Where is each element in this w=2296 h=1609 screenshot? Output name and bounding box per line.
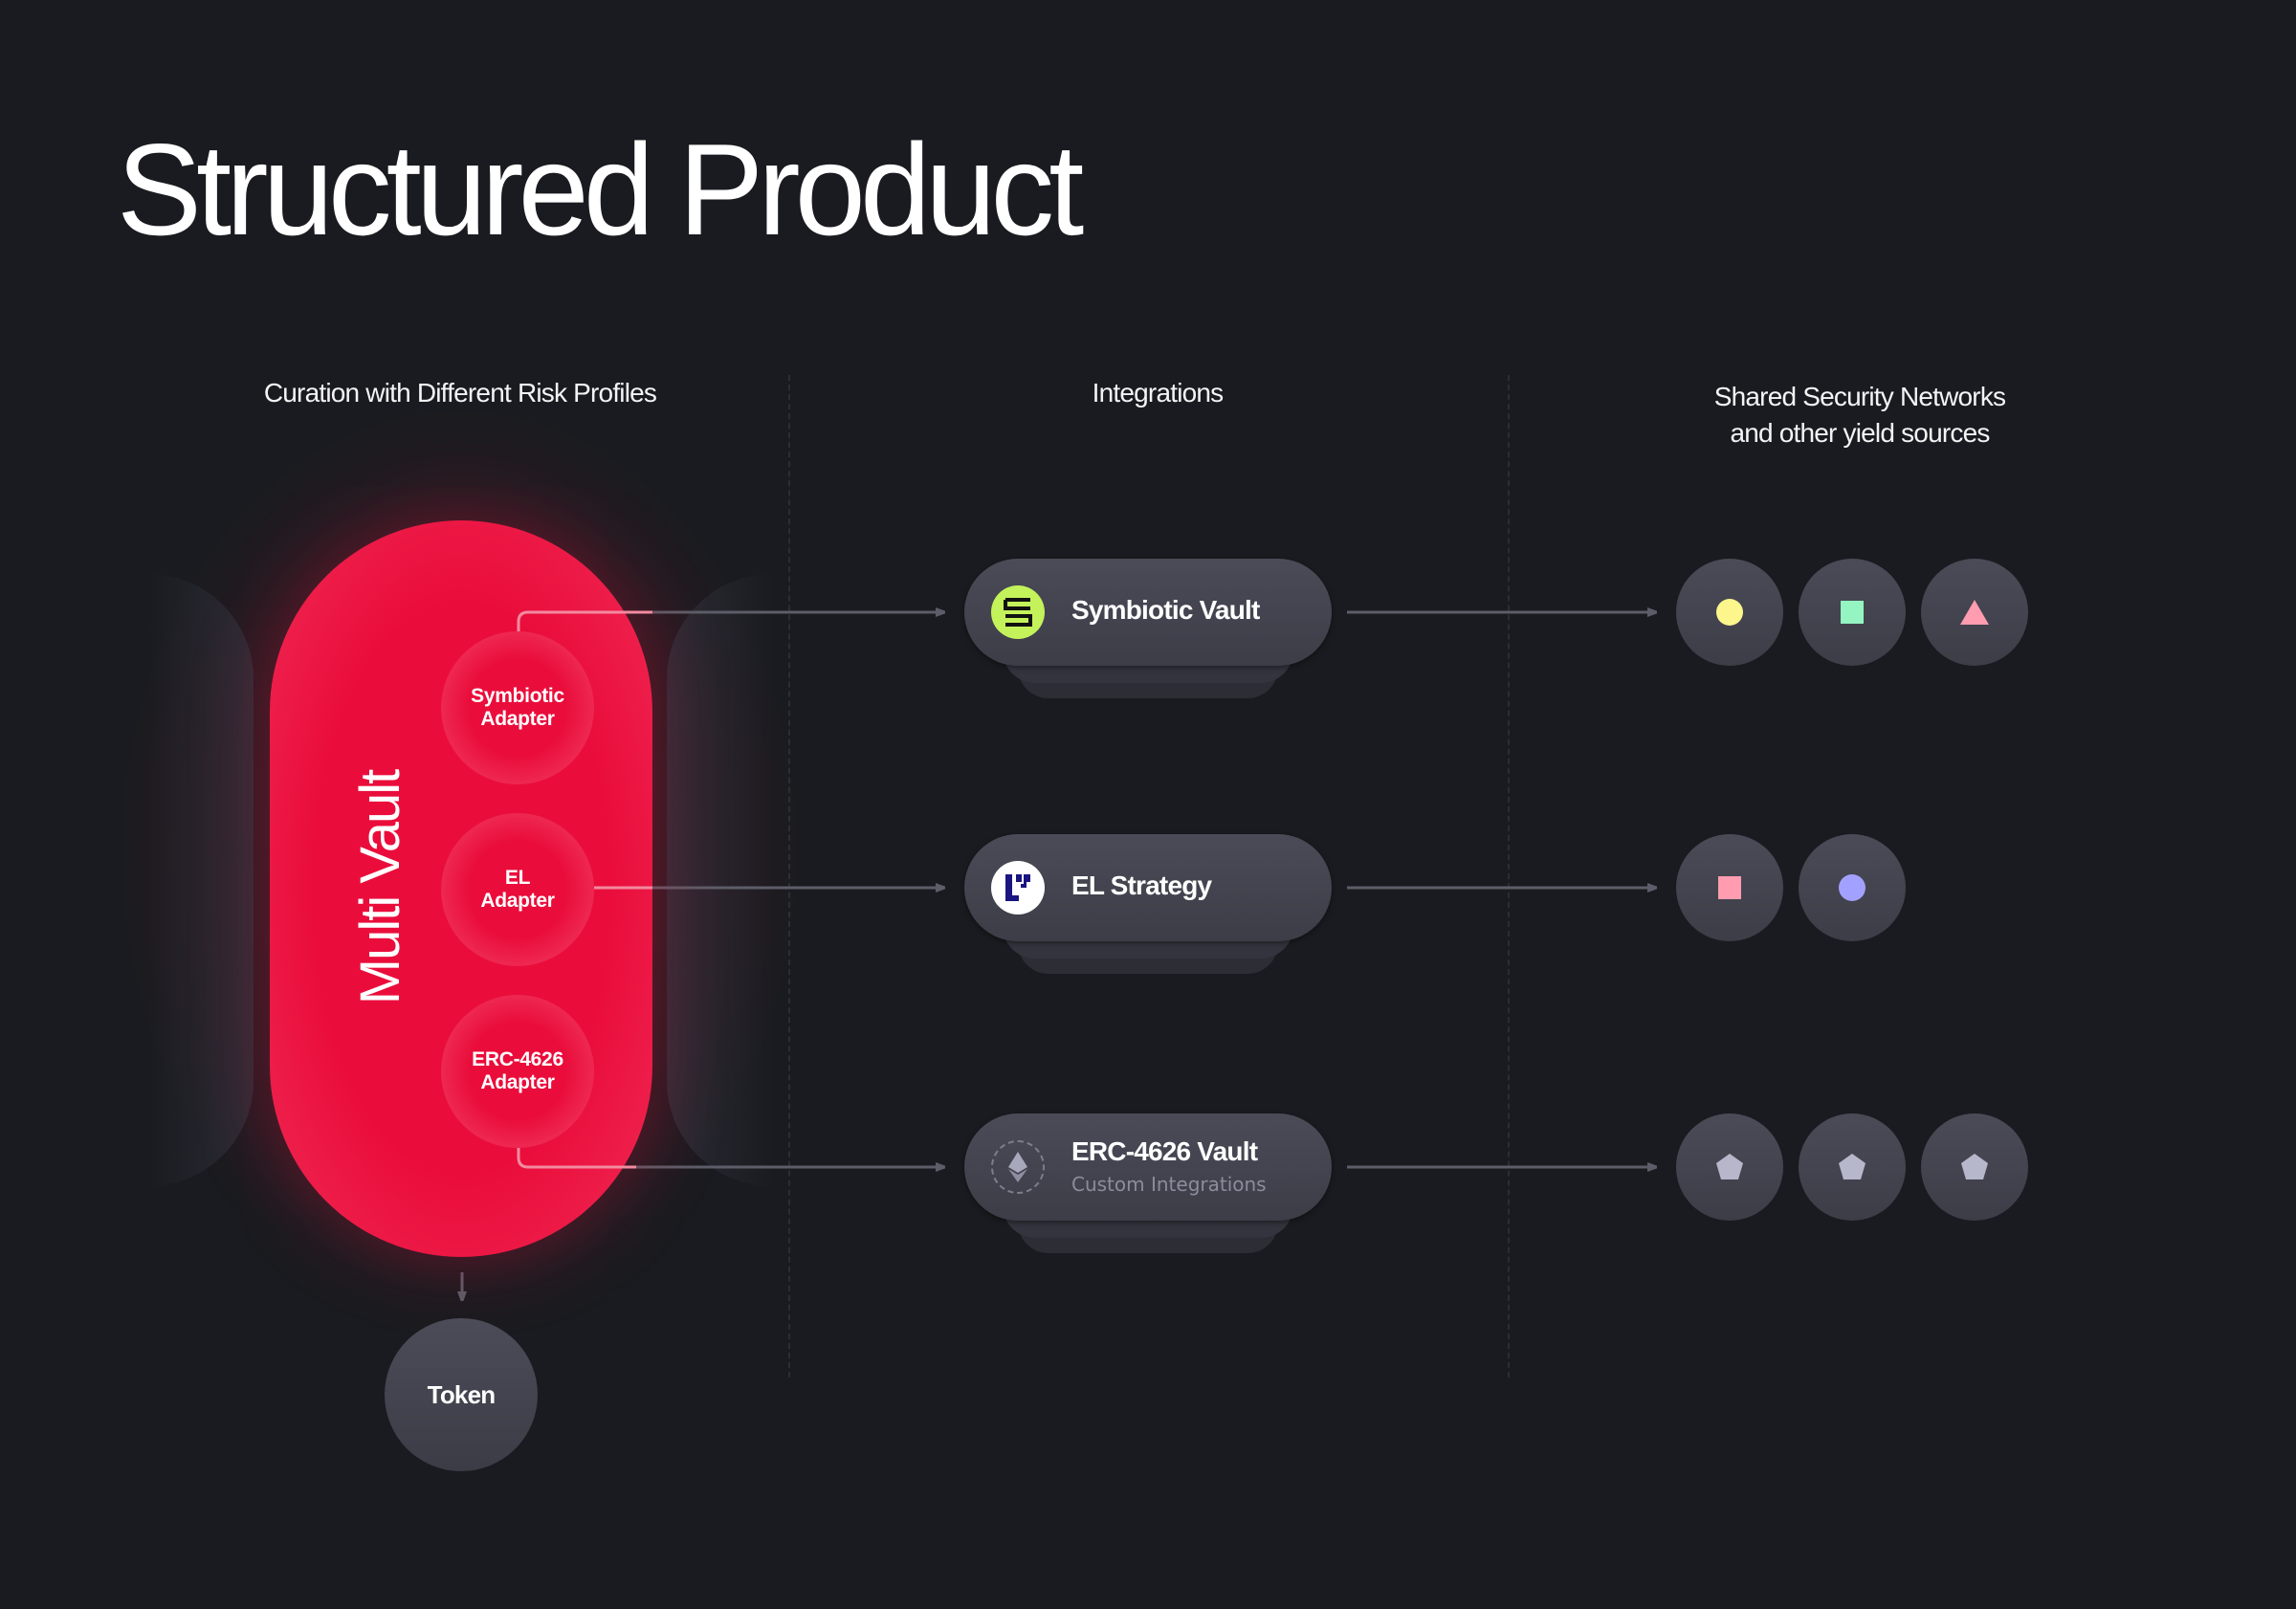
triangle-icon xyxy=(1960,600,1989,625)
integration-card: ERC-4626 Vault Custom Integrations xyxy=(964,1113,1332,1221)
network-node xyxy=(1799,1113,1906,1221)
ethereum-icon xyxy=(991,1140,1045,1194)
square-icon xyxy=(1841,601,1864,624)
pentagon-icon xyxy=(1716,1154,1743,1179)
column-divider xyxy=(788,375,790,1378)
eigenlayer-logo-icon xyxy=(991,861,1045,915)
adapter-label: Symbiotic xyxy=(471,685,564,707)
symbiotic-logo-icon xyxy=(991,585,1045,639)
integration-subtitle: Custom Integrations xyxy=(1071,1173,1267,1196)
el-adapter: EL Adapter xyxy=(441,813,594,966)
network-node xyxy=(1921,1113,2028,1221)
multi-vault-label: Multi Vault xyxy=(349,770,411,1005)
column-header-integrations: Integrations xyxy=(1092,378,1225,408)
adapter-label: ERC-4626 xyxy=(472,1048,563,1070)
network-node xyxy=(1799,559,1906,666)
integration-title: EL Strategy xyxy=(1071,871,1212,900)
network-node xyxy=(1676,559,1783,666)
adapter-label: Adapter xyxy=(480,890,555,912)
column-header-networks-line1: Shared Security Networks xyxy=(1713,382,2006,411)
column-header-networks-line2: and other yield sources xyxy=(1730,418,1990,448)
circle-icon xyxy=(1716,599,1743,626)
token-node: Token xyxy=(385,1318,538,1471)
erc4626-adapter: ERC-4626 Adapter xyxy=(441,995,594,1148)
pentagon-icon xyxy=(1961,1154,1988,1179)
symbiotic-adapter: Symbiotic Adapter xyxy=(441,631,594,784)
ghost-vault-left xyxy=(148,574,254,1186)
integration-title: ERC-4626 Vault xyxy=(1071,1136,1258,1166)
network-node xyxy=(1676,1113,1783,1221)
integration-card: EL Strategy xyxy=(964,834,1332,941)
integration-title: Symbiotic Vault xyxy=(1071,595,1260,625)
adapter-label: EL xyxy=(504,867,531,889)
square-icon xyxy=(1718,876,1741,899)
network-node xyxy=(1676,834,1783,941)
pentagon-icon xyxy=(1839,1154,1866,1179)
page-title: Structured Product xyxy=(117,117,1084,262)
network-node xyxy=(1799,834,1906,941)
column-header-networks: Shared Security Networks and other yield… xyxy=(1573,379,2147,452)
column-divider xyxy=(1508,375,1510,1378)
circle-icon xyxy=(1839,874,1866,901)
column-header-curation: Curation with Different Risk Profiles xyxy=(263,378,657,408)
ghost-vault-right xyxy=(667,574,772,1186)
adapter-label: Adapter xyxy=(480,708,555,730)
adapter-label: Adapter xyxy=(480,1071,555,1093)
network-node xyxy=(1921,559,2028,666)
integration-card: Symbiotic Vault xyxy=(964,559,1332,666)
